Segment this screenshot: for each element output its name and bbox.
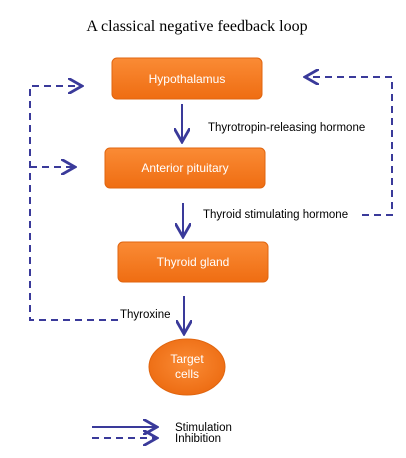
inhibition-line-thyroxine-feedback (29, 86, 118, 321)
label-thyroxine: Thyroxine (120, 309, 171, 321)
legend-inhibition-label: Inhibition (175, 433, 221, 445)
node-anterior-pituitary: Anterior pituitary (104, 147, 266, 189)
node-thyroid-gland-label: Thyroid gland (157, 255, 230, 269)
node-thyroid-gland: Thyroid gland (117, 241, 269, 283)
inhibition-line-tsh-feedback (307, 77, 393, 216)
node-target-cells-label-line2: cells (175, 367, 199, 381)
node-target-cells: Target cells (148, 338, 226, 396)
legend: Stimulation Inhibition (92, 422, 232, 445)
node-target-cells-label-line1: Target (170, 352, 204, 366)
node-hypothalamus: Hypothalamus (111, 57, 263, 100)
diagram-title: A classical negative feedback loop (86, 18, 307, 35)
label-trh: Thyrotropin-releasing hormone (208, 122, 365, 134)
legend-stimulation-label: Stimulation (175, 422, 232, 434)
node-anterior-pituitary-label: Anterior pituitary (141, 161, 228, 175)
label-tsh: Thyroid stimulating hormone (203, 209, 348, 221)
node-hypothalamus-label: Hypothalamus (149, 72, 226, 86)
